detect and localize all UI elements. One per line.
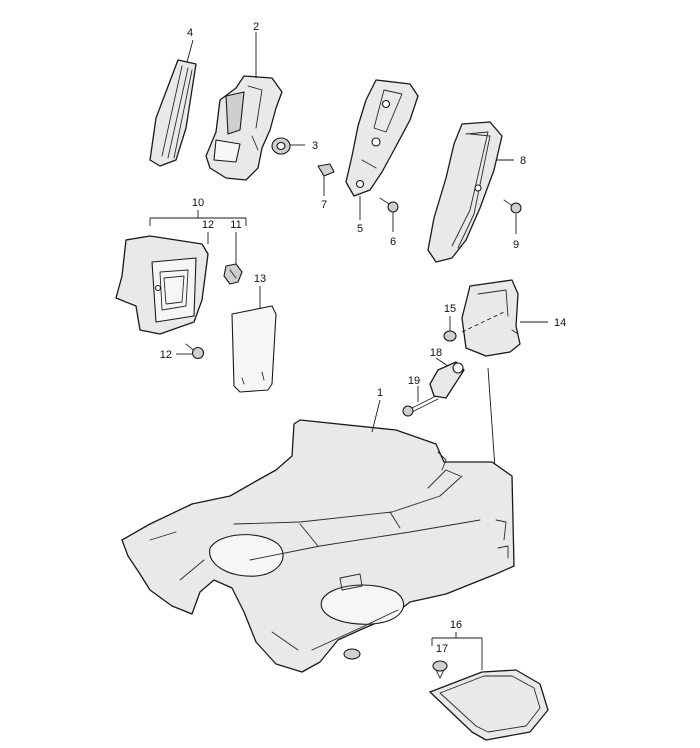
- callout-14: 14: [554, 317, 566, 329]
- part-4-trim-strip: 4: [149, 27, 197, 167]
- part-18-sleeve: 18: [429, 347, 465, 399]
- callout-2: 2: [253, 21, 259, 33]
- callout-4: 4: [187, 27, 193, 39]
- callout-15: 15: [444, 303, 456, 315]
- callout-18: 18: [430, 347, 442, 359]
- part-11-clip: 11: [223, 219, 243, 285]
- part-19-screw: 19: [402, 375, 439, 417]
- callout-6: 6: [390, 236, 396, 248]
- part-5-pillar-bracket: 5: [345, 79, 419, 235]
- callout-1: 1: [377, 387, 383, 399]
- group-16-bracket: 16: [431, 619, 483, 670]
- callout-19: 19: [408, 375, 420, 387]
- callout-9: 9: [513, 239, 519, 251]
- part-7-nut: 7: [317, 163, 335, 211]
- callout-13: 13: [254, 273, 266, 285]
- callout-5: 5: [357, 223, 363, 235]
- part-9-screw: 9: [503, 199, 522, 251]
- callout-10: 10: [192, 197, 204, 209]
- part-12-trim-panel: 12: [115, 219, 214, 335]
- part-1-floor-panel: 1: [121, 387, 515, 673]
- part-17-button-clip: 17: [432, 643, 448, 679]
- callout-12: 12: [160, 349, 172, 361]
- part-16-floor-mat: [429, 669, 549, 741]
- part-3-clip: 3: [271, 137, 318, 155]
- callout-3: 3: [312, 140, 318, 152]
- group-10-bracket: 10: [149, 197, 247, 226]
- part-15-clip-nut: 15: [443, 303, 457, 342]
- part-6-screw: 6: [379, 197, 399, 248]
- callout-8: 8: [520, 155, 526, 167]
- callout-12-group: 12: [202, 219, 214, 231]
- callout-7: 7: [321, 199, 327, 211]
- callout-16: 16: [450, 619, 462, 631]
- part-13-cover-plate: 13: [231, 273, 277, 393]
- part-8-padded-trim: 8: [427, 121, 526, 263]
- callout-11: 11: [230, 219, 241, 231]
- part-12-screw: 12: [160, 343, 205, 361]
- callout-17: 17: [436, 643, 448, 655]
- part-14-side-trim: 14: [461, 279, 566, 357]
- part-2-trim-bracket: 2: [205, 21, 283, 181]
